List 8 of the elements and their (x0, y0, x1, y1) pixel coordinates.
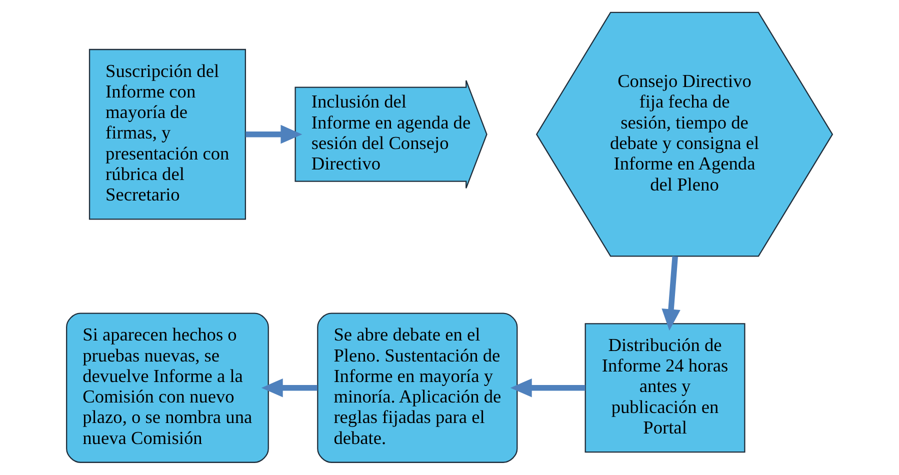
node-box: Distribución de Informe 24 horas antes y publicación en Portal (584, 323, 746, 453)
arrow (510, 378, 586, 398)
arrow (246, 124, 302, 144)
arrow (662, 256, 680, 331)
node-box: Suscripción del Informe con mayoría de firmas, y presentación con rúbrica del Secretario (88, 48, 246, 220)
node-box: Se abre debate en el Pleno. Sustentación de Informe en mayoría y minoría. Aplicación de reglas fijadas para el debate. (317, 312, 518, 463)
node-box: Si aparecen hechos o pruebas nuevas, se devuelve Informe a la Comisión con nuevo plazo, o se nombra una nueva Comisión (66, 312, 269, 463)
arrow (261, 378, 318, 398)
